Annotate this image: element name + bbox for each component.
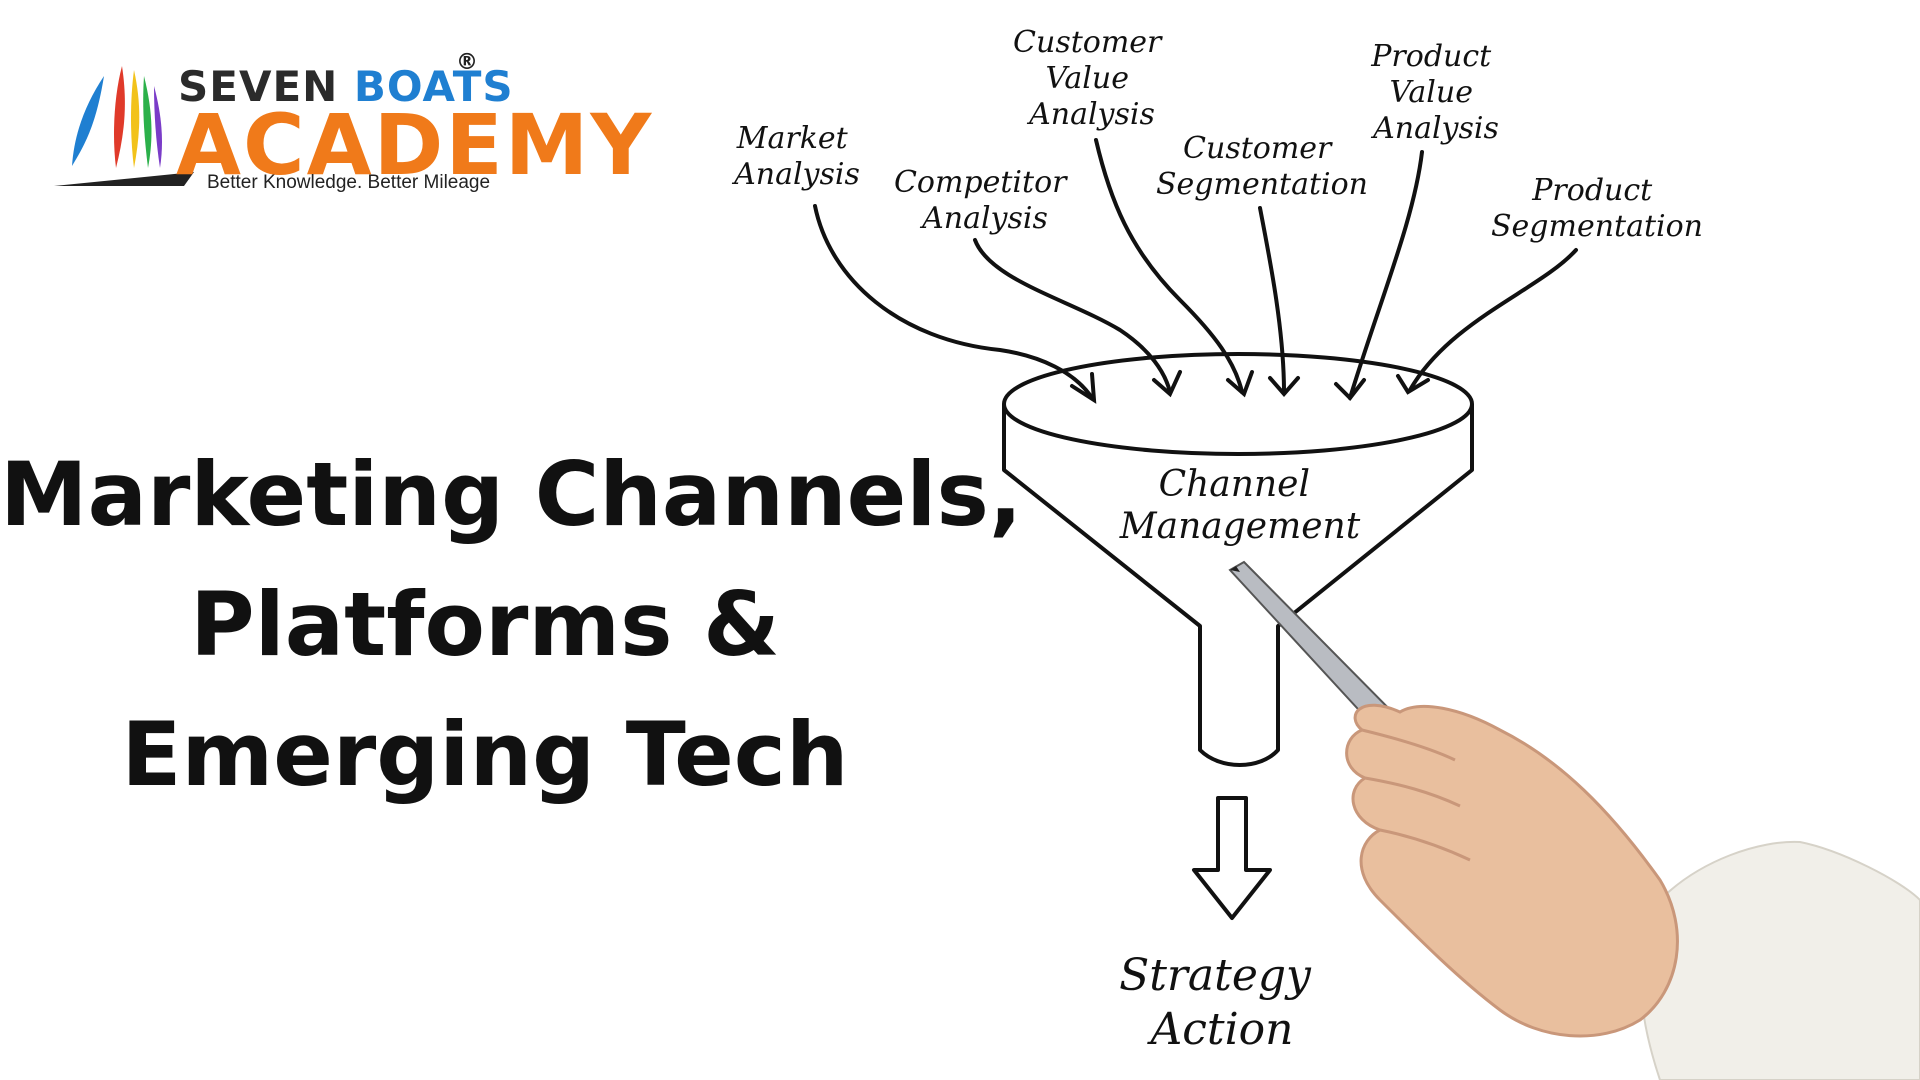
logo: SEVEN BOATS ® ACADEMY Better Knowledge. … <box>44 44 651 214</box>
headline: Marketing Channels, Platforms & Emerging… <box>0 430 1023 820</box>
hand <box>1345 703 1679 1038</box>
input-label-competitor-analysis: Competitor Analysis <box>894 165 1076 236</box>
input-label-customer-segmentation: Customer Segmentation <box>1156 131 1368 202</box>
headline-line2: Platforms & <box>190 573 780 676</box>
input-label-customer-value-analysis: Customer Value Analysis <box>1013 25 1171 132</box>
logo-brand-text: SEVEN BOATS <box>178 62 514 111</box>
down-arrow-icon <box>1192 796 1272 920</box>
input-label-product-value-analysis: Product Value Analysis <box>1370 39 1501 146</box>
arrow-customer-value-analysis <box>1094 138 1244 394</box>
sailboat-logo-icon <box>54 66 194 186</box>
arrow-customer-segmentation <box>1258 206 1286 394</box>
funnel-label: Channel Management <box>1119 464 1361 547</box>
logo-brand-word1: SEVEN <box>178 62 339 111</box>
shirt-sleeve <box>1640 840 1920 1080</box>
logo-wordmark: ACADEMY <box>176 96 654 194</box>
input-label-market-analysis: Market Analysis <box>731 121 860 192</box>
arrow-product-segmentation <box>1408 248 1578 392</box>
arrow-competitor-analysis <box>973 238 1172 394</box>
output-label: Strategy Action <box>1119 950 1325 1055</box>
headline-line1: Marketing Channels, <box>0 443 1023 546</box>
logo-tagline: Better Knowledge. Better Mileage <box>207 172 491 193</box>
logo-brand-word2: BOATS <box>353 62 514 111</box>
registered-mark: ® <box>456 50 478 75</box>
input-label-product-segmentation: Product Segmentation <box>1491 173 1703 244</box>
funnel-body <box>1002 404 1474 767</box>
headline-line3: Emerging Tech <box>121 703 849 806</box>
